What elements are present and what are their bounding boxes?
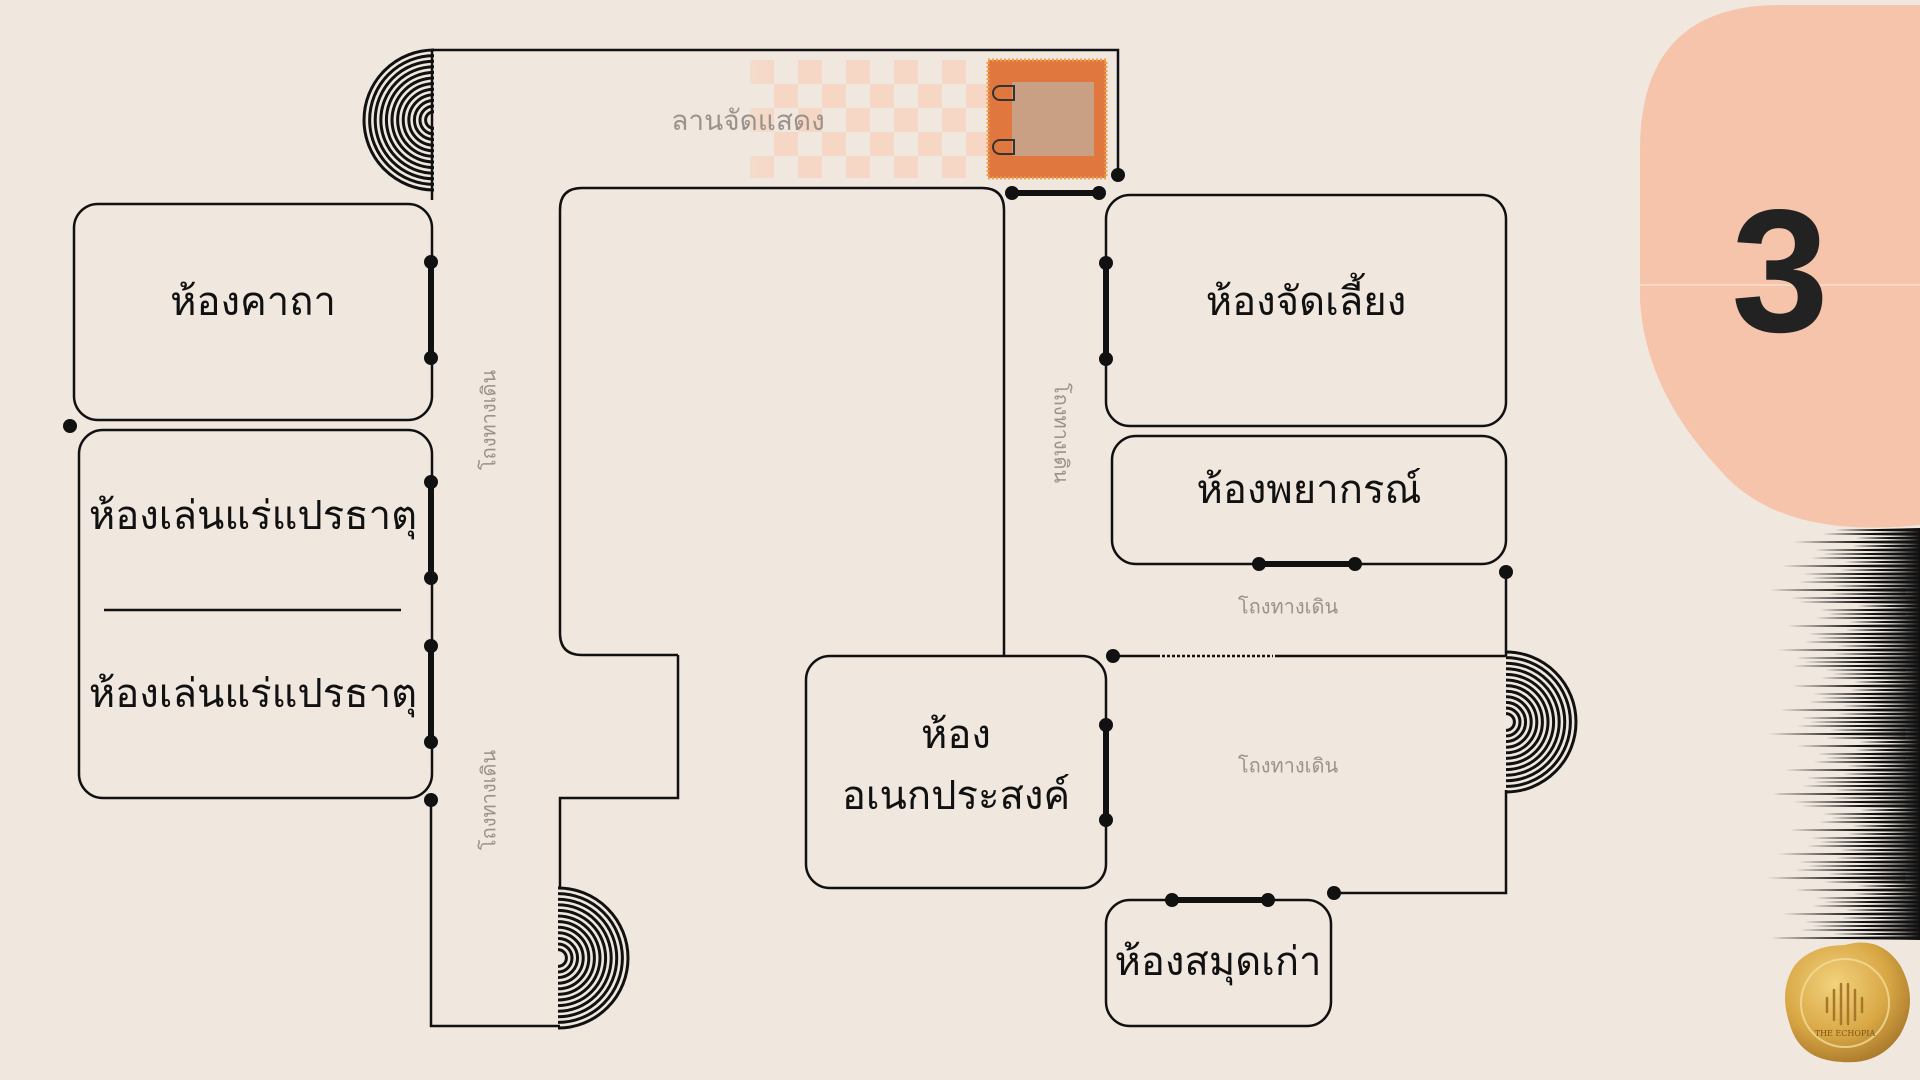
arch-ring xyxy=(362,48,435,192)
arch-decoration-top xyxy=(362,48,435,192)
page-number: 3 xyxy=(1731,174,1828,369)
arch-ring xyxy=(401,87,435,153)
arch-ring xyxy=(557,920,596,996)
arch-ring xyxy=(396,82,435,158)
room-old-library-label: ห้องสมุดเก่า xyxy=(1114,939,1321,986)
arch-ring xyxy=(1505,684,1544,760)
arch-ring xyxy=(1505,706,1522,738)
stage-label: ลานจัดแสดง xyxy=(671,104,825,137)
central-block xyxy=(558,186,1006,888)
arch-ring xyxy=(557,942,574,974)
room-mineral[interactable] xyxy=(77,428,434,800)
arch-ring xyxy=(1505,695,1533,749)
room-mineral-2-label: ห้องเล่นแร่แปรธาตุ xyxy=(89,671,417,718)
doors xyxy=(428,190,1358,903)
room-mineral-1-label: ห้องเล่นแร่แปรธาตุ xyxy=(89,493,417,540)
room-multipurpose[interactable] xyxy=(804,654,1108,890)
arch-ring xyxy=(412,98,435,142)
corridor-label-right-lower: โถงทางเดิน xyxy=(1238,754,1339,778)
arch-ring xyxy=(1505,712,1516,732)
left-corridor-outer-wall xyxy=(429,800,560,1028)
arch-ring xyxy=(557,914,602,1002)
arch-decoration-right xyxy=(1505,650,1578,794)
arch-ring xyxy=(1505,689,1539,755)
arch-ring xyxy=(557,886,630,1030)
wax-seal-logo: THE ECHOPIA xyxy=(1785,942,1910,1063)
arch-ring xyxy=(1505,661,1567,783)
arch-decoration-bottom xyxy=(557,886,630,1030)
room-prophecy-label: ห้องพยากรณ์ xyxy=(1197,467,1422,513)
arch-ring xyxy=(557,931,585,985)
arch-ring xyxy=(384,70,435,170)
arch-ring xyxy=(557,925,591,991)
arch-ring xyxy=(407,93,435,147)
corridor-label-right-upper: โถงทางเดิน xyxy=(1238,595,1339,619)
arch-ring xyxy=(368,54,435,186)
right-wall-lower xyxy=(1334,790,1508,895)
arch-ring xyxy=(557,903,613,1013)
peach-blob-decoration xyxy=(1640,5,1920,528)
arch-ring xyxy=(418,104,435,136)
arch-ring xyxy=(1505,672,1556,772)
arch-ring xyxy=(557,908,608,1008)
outer-top-wall xyxy=(432,48,1120,175)
arch-ring xyxy=(1505,700,1528,744)
arch-ring xyxy=(373,59,435,181)
arch-ring xyxy=(390,76,435,164)
corridor-label-left-lower: โถงทางเดิน xyxy=(477,750,501,851)
spiky-edge-decoration xyxy=(1766,528,1920,940)
arch-ring xyxy=(1505,650,1578,794)
seal-text: THE ECHOPIA xyxy=(1815,1029,1876,1038)
checker-fade xyxy=(700,55,1000,180)
arch-ring xyxy=(557,892,624,1024)
arch-ring xyxy=(1505,678,1550,766)
room-multipurpose-label-line1: ห้อง xyxy=(921,712,991,758)
stage-platform xyxy=(986,58,1108,180)
corridor-label-left-upper: โถงทางเดิน xyxy=(477,370,501,471)
arch-ring xyxy=(557,936,580,980)
arch-ring xyxy=(1505,667,1561,777)
corridor-label-middle: โถงทางเดิน xyxy=(1050,383,1074,484)
room-multipurpose-label-line2: อเนกประสงค์ xyxy=(842,773,1070,819)
arch-ring xyxy=(557,897,619,1019)
arch-ring xyxy=(379,65,435,175)
door-hinge-dots xyxy=(63,168,1513,907)
arch-ring xyxy=(1505,656,1572,788)
arch-ring xyxy=(557,948,568,968)
room-banquet-label: ห้องจัดเลี้ยง xyxy=(1206,272,1407,325)
room-katha-label: ห้องคาถา xyxy=(170,279,336,325)
